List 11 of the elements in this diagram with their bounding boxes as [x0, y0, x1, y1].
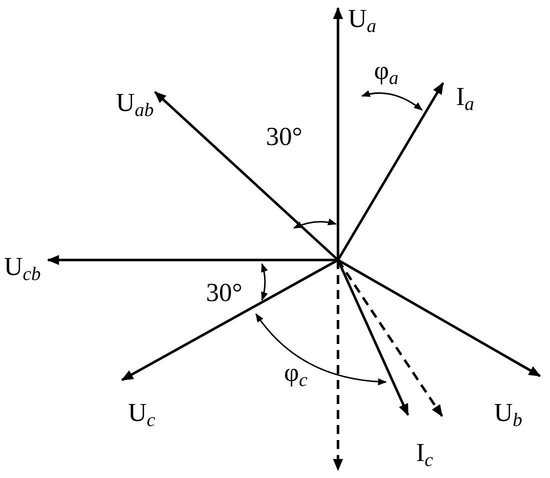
phasor-label: I$_{a}$ [456, 84, 474, 114]
phasor-label: U$_{c}$ [128, 400, 156, 430]
phasor-label: U$_{cb}$ [4, 254, 41, 284]
phasor-label: U$_{b}$ [494, 400, 522, 430]
angle-label: φ$_{c}$ [284, 360, 308, 390]
angle-label: 30° [266, 124, 302, 150]
phasor-label: I$_{c}$ [416, 440, 434, 470]
phasor-label: U$_{a}$ [348, 6, 376, 36]
phasor-label: U$_{ab}$ [116, 90, 154, 120]
angle-label: φ$_{a}$ [374, 58, 399, 88]
angle-label: 30° [206, 280, 242, 306]
